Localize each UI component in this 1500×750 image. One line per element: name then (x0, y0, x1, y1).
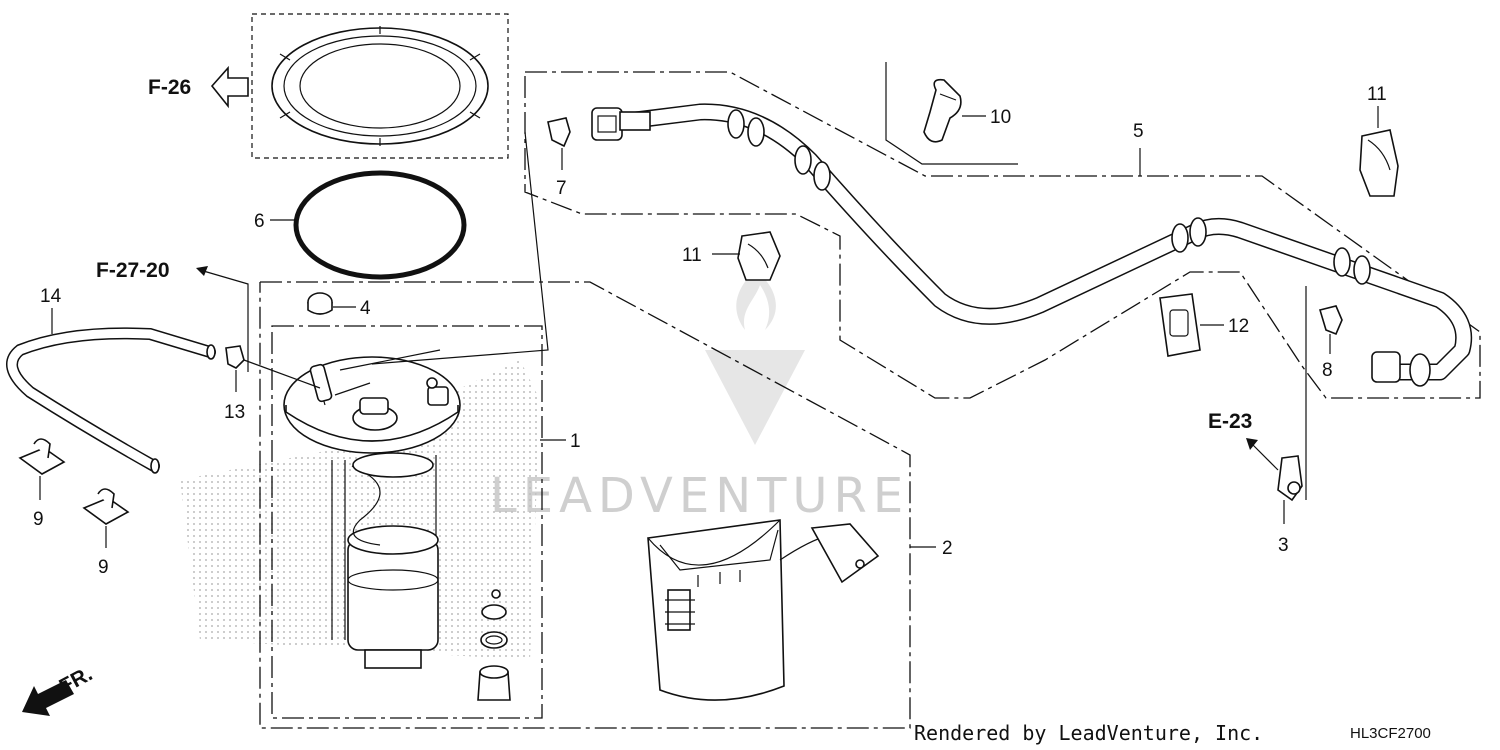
fuel-hose-assembly-box (524, 71, 1481, 399)
pump-assembly-outer-box (259, 281, 911, 729)
pump-assembly-inner-box (271, 325, 543, 719)
front-direction-indicator: FR. (22, 662, 96, 716)
ref-f2720: F-27-20 (96, 259, 249, 372)
callout-13: 14 (40, 286, 62, 307)
tube-clip-link (243, 359, 321, 389)
fuel-hose (591, 103, 1473, 387)
clip-part-11-upper (1359, 129, 1399, 197)
ref-f2720-label: F-27-20 (96, 259, 170, 282)
callout-7: 7 (556, 178, 567, 199)
pump-seals (477, 589, 511, 701)
callout-10: 10 (990, 107, 1011, 128)
clip-part-4 (307, 292, 333, 315)
callout-9-left: 9 (33, 509, 44, 530)
clip-part-8 (1318, 305, 1343, 336)
clip-part-11-middle (737, 231, 781, 281)
callout-12: 12 (1228, 316, 1249, 337)
callout-4: 4 (360, 298, 371, 319)
diagram-code: HL3CF2700 (1350, 725, 1431, 742)
callout-8: 8 (1322, 360, 1333, 381)
clip-part-7 (547, 117, 571, 148)
callout-11-middle: 11 (682, 245, 702, 266)
sensor-part-3 (1277, 455, 1303, 502)
ref-arrow-left-icon (210, 65, 249, 109)
watermark: LEADVENTURE (490, 270, 909, 524)
ref-f26: F-26 (148, 65, 249, 109)
callout-5: 5 (1133, 121, 1144, 142)
ref-f26-label: F-26 (148, 76, 191, 99)
clip-part-14 (225, 345, 245, 369)
clip-part-9-right (82, 488, 130, 525)
front-arrow-icon (22, 680, 74, 716)
clip-part-9-left (18, 438, 66, 475)
ref-e23-arrow-icon (1249, 441, 1279, 471)
clip-part-10 (923, 78, 962, 143)
callout-9-right: 9 (98, 557, 109, 578)
watermark-logo-icon (705, 350, 805, 445)
callout-2: 2 (942, 538, 953, 559)
fuel-pump-cup (647, 519, 880, 701)
ref-e23-label: E-23 (1208, 410, 1252, 433)
breather-tube (6, 327, 216, 474)
watermark-text: LEADVENTURE (490, 468, 909, 524)
pump-to-hose-link (371, 131, 549, 365)
clip-part-12 (1159, 293, 1201, 357)
rendered-by-text: Rendered by LeadVenture, Inc. (914, 721, 1263, 745)
bracket-10-frame (885, 62, 1018, 165)
callout-6: 6 (254, 211, 265, 232)
callout-11-upper: 11 (1367, 84, 1387, 105)
lock-ring-box (251, 13, 509, 159)
callout-1: 1 (570, 431, 581, 452)
shading-left (180, 360, 540, 660)
fuel-pump-assembly (283, 349, 461, 669)
callout-3: 3 (1278, 535, 1289, 556)
lock-ring (271, 26, 489, 146)
callout-14: 13 (224, 402, 245, 423)
o-ring (293, 170, 467, 280)
